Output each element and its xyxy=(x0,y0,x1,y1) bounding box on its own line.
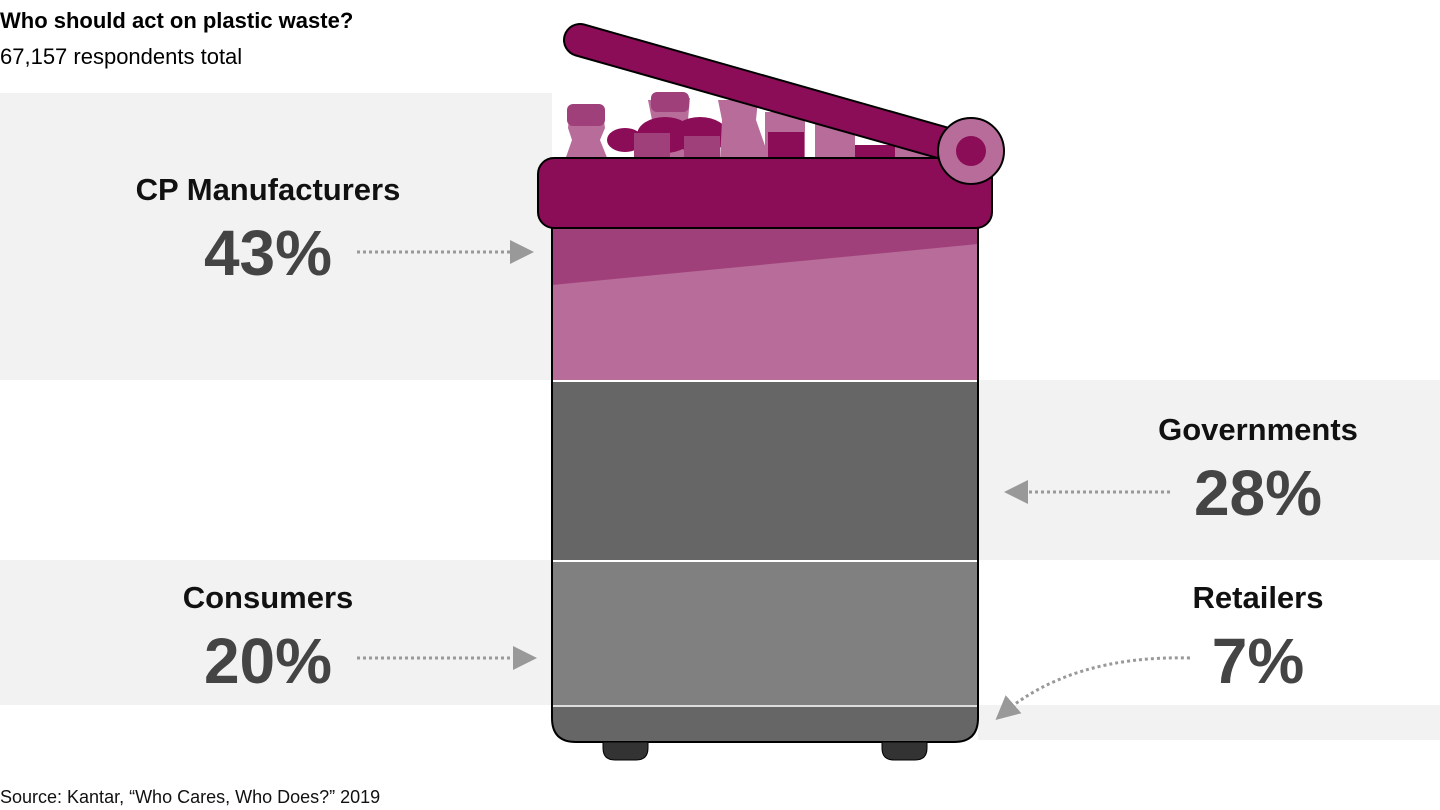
band-retailers xyxy=(978,705,1440,740)
bin-lid xyxy=(537,23,1005,229)
bin-body xyxy=(551,222,979,761)
arrow-retailers xyxy=(995,656,1191,720)
bottles-illustration xyxy=(565,92,935,160)
value-consumers: 20% xyxy=(204,625,332,697)
source-note: Source: Kantar, “Who Cares, Who Does?” 2… xyxy=(0,787,380,807)
chart-subtitle: 67,157 respondents total xyxy=(0,44,242,69)
segment-governments xyxy=(552,380,978,560)
band-governments xyxy=(978,380,1440,560)
chart-title: Who should act on plastic waste? xyxy=(0,8,353,33)
arrows xyxy=(357,240,1191,720)
label-governments: Governments xyxy=(1158,412,1358,447)
band-consumers xyxy=(0,560,552,705)
label-cp-manufacturers: CP Manufacturers xyxy=(136,172,401,207)
value-governments: 28% xyxy=(1194,457,1322,529)
wheel-right xyxy=(881,741,928,761)
wheel-left xyxy=(602,741,649,761)
segment-consumers xyxy=(552,560,978,705)
label-retailers: Retailers xyxy=(1193,580,1324,615)
value-cp-manufacturers: 43% xyxy=(204,217,332,289)
value-retailers: 7% xyxy=(1212,625,1305,697)
background-bands xyxy=(0,93,1440,740)
segment-retailers xyxy=(552,705,978,742)
band-cp-manufacturers xyxy=(0,93,552,380)
segment-shadow xyxy=(552,222,978,285)
label-consumers: Consumers xyxy=(183,580,354,615)
